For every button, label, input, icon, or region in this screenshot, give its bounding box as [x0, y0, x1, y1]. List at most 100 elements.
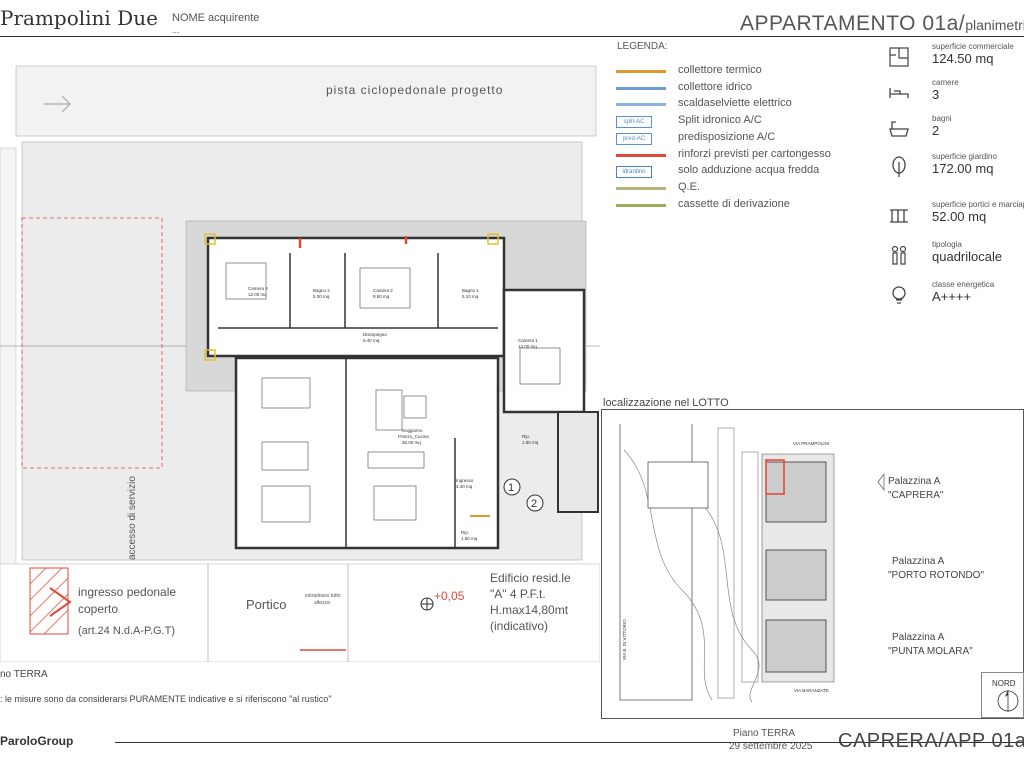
stat-row: superficie portici e marciap.52.00 mq — [884, 200, 1024, 234]
room-camera-3: Camera 3 — [248, 286, 268, 291]
legend-symbol — [616, 203, 666, 215]
legend-item: pred-AC predisposizione A/C — [614, 131, 869, 147]
entrance-marker-2-label: 2 — [531, 498, 537, 510]
hatched-wall — [557, 411, 599, 513]
legend-label: collettore idrico — [678, 80, 752, 93]
entrance-marker-1 — [503, 478, 521, 496]
porch-icon — [888, 204, 910, 226]
arrow-left-icon — [877, 472, 885, 492]
legend-label: Split idronico A/C — [678, 114, 762, 127]
legend-symbol — [616, 70, 666, 81]
stat-value: 124.50 mq — [932, 51, 994, 66]
tree-icon — [888, 156, 910, 178]
stat-key: camere — [932, 78, 959, 87]
room-rip-2: Rip. — [461, 530, 469, 535]
room-rip-1-area: 1.80 mq — [522, 440, 539, 445]
stat-key: superficie portici e marciap. — [932, 200, 1024, 209]
legend-label: solo adduzione acqua fredda — [678, 164, 820, 177]
level-value: +0,05 — [434, 589, 465, 603]
site-path — [623, 449, 713, 701]
bulb-icon — [888, 284, 910, 306]
street-left: VIA B. DI VITTORIO — [622, 619, 627, 660]
room-rip-2-area: 1.50 mq — [461, 536, 478, 541]
measurement-note: : le misure sono da considerarsi PURAMEN… — [0, 694, 332, 704]
room-camera-1: Camera 1 — [518, 338, 538, 343]
legend-item: collettore termico — [614, 64, 869, 80]
red-hatch — [29, 567, 69, 635]
pedestrian-entry-label-3: (art.24 N.d.A-P.G.T) — [78, 625, 175, 637]
bed-icon — [888, 82, 910, 104]
legend-symbol: idrantino — [616, 166, 652, 179]
entrance-marker-1-label: 1 — [508, 482, 514, 494]
floor-label: no TERRA — [0, 669, 48, 680]
stat-value: 172.00 mq — [932, 161, 994, 176]
compass-icon — [997, 690, 1019, 712]
legend-label: scaldaselviette elettrico — [678, 97, 792, 110]
room-camera-3-area: 12.00 mq — [248, 292, 267, 297]
legend-symbol — [616, 186, 666, 198]
footer-divider — [115, 742, 1024, 743]
service-access-label: accesso di servizio — [127, 476, 138, 560]
footer-floor: Piano TERRA — [733, 728, 796, 739]
pedestrian-entry-label: ingresso pedonale — [78, 585, 176, 599]
room-rip-1: Rip. — [522, 434, 530, 439]
apartment-title: APPARTAMENTO 01a/planimetria — [740, 12, 1024, 36]
palazzina-3-name: Palazzina A — [892, 632, 945, 643]
bike-path-label: pista ciclopedonale progetto — [326, 83, 503, 97]
apartment-title-suffix: planimetria — [965, 17, 1024, 33]
header-divider — [0, 36, 1024, 37]
palazzina-3-sub: "PUNTA MOLARA" — [888, 646, 973, 657]
legend-item: cassette di derivazione — [614, 198, 869, 214]
portico-label: Portico — [246, 597, 286, 612]
room-camera-2: Camera 2 — [373, 288, 393, 293]
red-dashed-boundary — [21, 217, 163, 469]
legend-label: rinforzi previsti per cartongesso — [678, 147, 831, 160]
building-label-1: Edificio resid.le — [490, 571, 571, 585]
legend-item: split-AC Split idronico A/C — [614, 114, 869, 130]
site-path-2 — [697, 499, 760, 703]
legend-symbol — [616, 153, 666, 165]
legend-label: predisposizione A/C — [678, 130, 776, 143]
floor-plan: pista ciclopedonale progetto 140 140 — [0, 38, 600, 662]
palazzina-1-sub: "CAPRERA" — [888, 490, 944, 501]
stat-value: 52.00 mq — [932, 209, 987, 224]
street-top: VIA PRAMPOLINI — [793, 441, 829, 446]
brand-logo: ParoloGroup — [0, 734, 74, 748]
parking-row-2 — [741, 451, 759, 683]
left-strip — [0, 147, 17, 569]
apartment-title-main: APPARTAMENTO 01a/ — [740, 12, 966, 35]
building-label-3: H.max14,80mt — [490, 603, 569, 617]
bike-path-area — [15, 65, 597, 137]
stat-value: 3 — [932, 87, 940, 102]
room-camera-1-area: 14.00 mq — [518, 344, 537, 349]
legend-item: collettore idrico — [614, 81, 869, 97]
stat-key: superficie giardino — [932, 152, 997, 161]
building-label-2: "A" 4 P.F.t. — [490, 587, 546, 601]
site-building-left — [647, 461, 709, 509]
room-bagno-2: Bagno 2 — [313, 288, 330, 293]
pedestrian-entry-label-2: coperto — [78, 602, 118, 616]
legend-symbol: pred-AC — [616, 132, 652, 145]
palazzina-2-sub: "PORTO ROTONDO" — [888, 570, 984, 581]
palazzina-punta-molara — [765, 619, 827, 673]
stat-value: A++++ — [932, 289, 972, 304]
legend-symbol: split-AC — [616, 116, 652, 129]
bathtub-icon — [888, 118, 910, 140]
parking-row-1 — [717, 427, 735, 699]
bedroom-wing — [206, 236, 506, 358]
site-boundary-left — [619, 424, 693, 701]
legend-item: rinforzi previsti per cartongesso — [614, 148, 869, 164]
legend-markers — [204, 233, 499, 517]
room-soggiorno-sub: Pranzo_Cucina — [398, 434, 429, 439]
room-disimpegno-area: 5.40 mq — [363, 338, 380, 343]
stat-key: superficie commerciale — [932, 42, 1014, 51]
stat-key: classe energetica — [932, 280, 995, 289]
arrow-right-icon — [44, 95, 71, 113]
palazzina-2-name: Palazzina A — [892, 556, 945, 567]
street-bottom: VIA BARANZATE — [794, 688, 829, 693]
stat-key: bagni — [932, 114, 952, 123]
legend-item: Q.E. — [614, 181, 869, 197]
room-bagno-1-area: 5.10 mq — [462, 294, 479, 299]
